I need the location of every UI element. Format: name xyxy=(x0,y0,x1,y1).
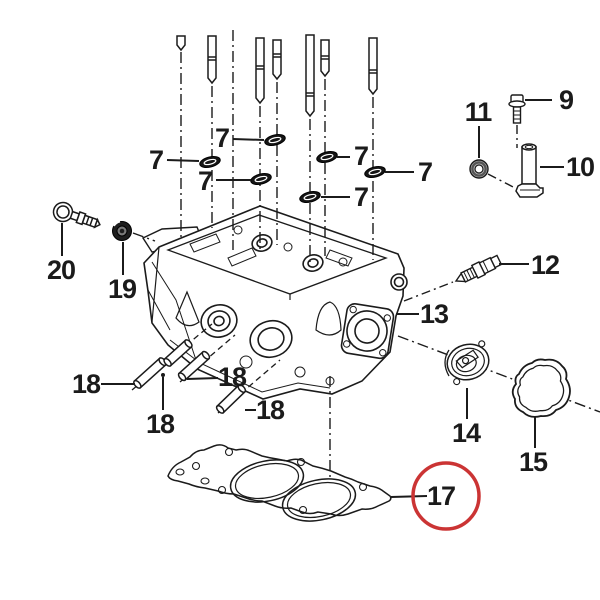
callout-7-3[interactable]: 7 xyxy=(337,141,369,171)
callout-leader-line xyxy=(186,377,219,380)
callout-leader-line xyxy=(390,495,428,498)
seal11-axis-line xyxy=(487,173,520,191)
callout-label[interactable]: 7 xyxy=(418,157,433,187)
callout-20-19[interactable]: 20 xyxy=(47,223,76,285)
seal-grommet-19 xyxy=(112,220,132,241)
head-studs xyxy=(176,34,378,118)
callout-11-8[interactable]: 11 xyxy=(465,97,493,158)
callout-18-16[interactable]: 18 xyxy=(186,362,248,392)
callout-18-17[interactable]: 18 xyxy=(245,395,286,425)
callout-label[interactable]: 13 xyxy=(420,299,450,329)
callout-15-12[interactable]: 15 xyxy=(519,416,549,477)
callout-label[interactable]: 15 xyxy=(519,447,549,477)
stud-center-lines xyxy=(180,30,374,262)
callout-17-13[interactable]: 17 xyxy=(390,481,456,511)
callout-9-6[interactable]: 9 xyxy=(525,85,575,115)
thermostat-14 xyxy=(444,340,490,386)
callout-label[interactable]: 14 xyxy=(452,418,482,448)
callout-label[interactable]: 18 xyxy=(218,362,248,392)
flange-bolt-9 xyxy=(508,94,526,124)
callout-7-4[interactable]: 7 xyxy=(385,157,433,187)
callout-12-9[interactable]: 12 xyxy=(499,250,560,280)
callout-label[interactable]: 18 xyxy=(146,409,176,439)
callout-18-15[interactable]: 18 xyxy=(146,377,176,439)
callout-label[interactable]: 20 xyxy=(47,255,76,285)
callout-7-5[interactable]: 7 xyxy=(321,182,369,212)
cylinder-head-drawing xyxy=(141,205,408,400)
mount-bolt-20 xyxy=(52,201,101,229)
callout-7-1[interactable]: 7 xyxy=(215,123,265,153)
callout-7-2[interactable]: 7 xyxy=(198,166,251,196)
callout-label[interactable]: 19 xyxy=(108,274,138,304)
callout-label[interactable]: 11 xyxy=(465,97,494,127)
callout-label[interactable]: 12 xyxy=(531,250,560,280)
callout-label[interactable]: 7 xyxy=(149,145,164,175)
callout-label[interactable]: 17 xyxy=(427,481,456,511)
highlight-circle-part-17 xyxy=(411,461,481,531)
callout-label[interactable]: 7 xyxy=(354,141,369,171)
callout-label[interactable]: 18 xyxy=(72,369,102,399)
head-gasket-17 xyxy=(167,444,392,522)
callout-label[interactable]: 9 xyxy=(559,85,575,115)
thermostat-axis-line xyxy=(397,335,600,413)
thermostat-gasket-15 xyxy=(511,358,571,418)
washer-seal-11 xyxy=(469,159,489,179)
cam-bore-left xyxy=(200,304,238,338)
temp-sensor-12 xyxy=(454,254,503,283)
callout-13-10[interactable]: 13 xyxy=(396,299,450,329)
callout-leader-line xyxy=(166,159,200,162)
callout-label[interactable]: 10 xyxy=(566,152,595,182)
dowel-pins xyxy=(133,339,247,414)
callout-leader-line xyxy=(232,138,265,141)
callout-label[interactable]: 7 xyxy=(198,166,213,196)
callout-10-7[interactable]: 10 xyxy=(540,152,595,182)
cam-bore-right xyxy=(249,319,293,359)
callout-7-0[interactable]: 7 xyxy=(149,145,200,175)
callout-18-14[interactable]: 18 xyxy=(72,369,135,399)
callout-19-18[interactable]: 19 xyxy=(108,242,138,304)
valve-stem-seals xyxy=(199,134,386,203)
callout-label[interactable]: 18 xyxy=(256,395,286,425)
sensor-axis-line xyxy=(403,281,454,302)
callout-label[interactable]: 7 xyxy=(354,182,369,212)
dowel-tube-10 xyxy=(515,143,544,198)
callout-label[interactable]: 7 xyxy=(215,123,230,153)
callout-14-11[interactable]: 14 xyxy=(452,388,482,448)
thermostat-flange xyxy=(340,303,395,360)
grommet-axis-line xyxy=(132,232,156,242)
